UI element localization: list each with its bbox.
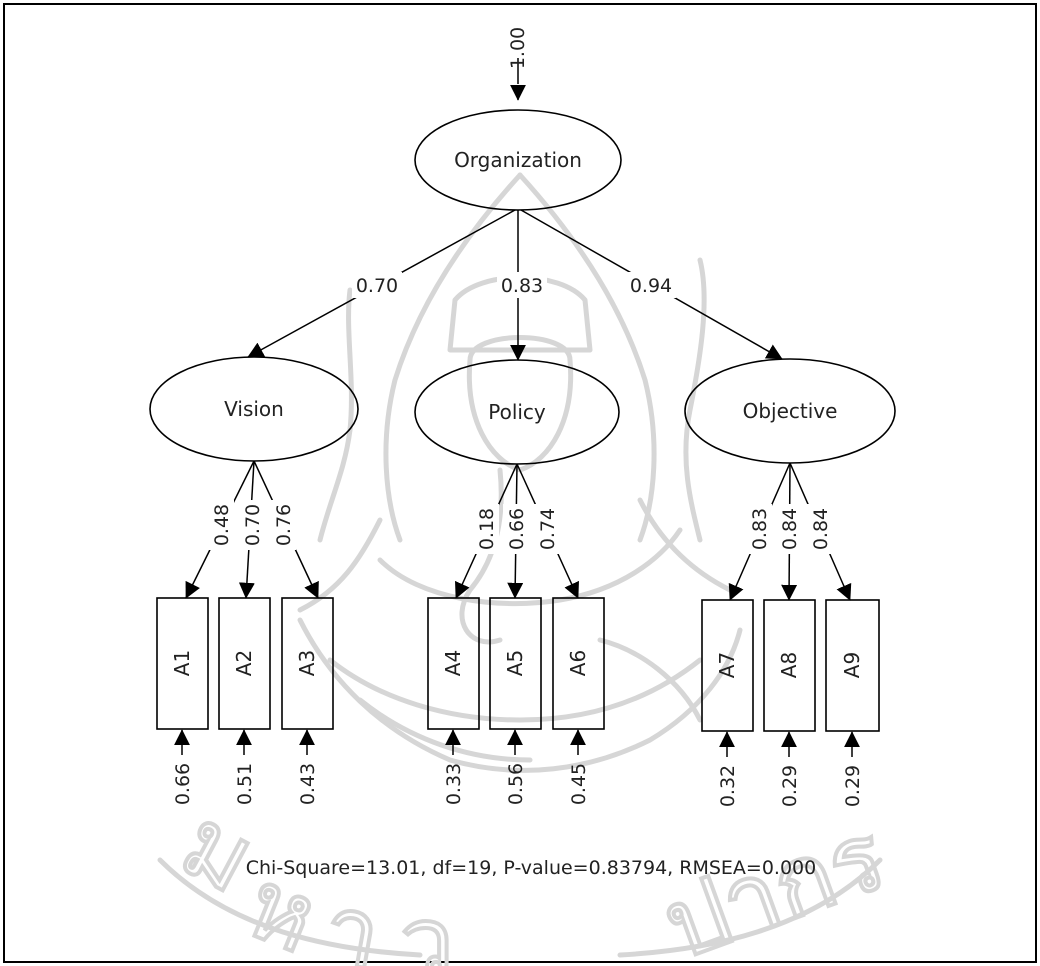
error-variance-a1: 0.66 [172, 763, 194, 805]
loading-a8: 0.84 [779, 508, 801, 550]
error-variance-a7: 0.32 [717, 765, 739, 807]
error-variance-a4: 0.33 [443, 763, 465, 805]
organization-error-label: 1.00 [507, 27, 529, 69]
loading-organization-vision: 0.70 [356, 275, 398, 297]
loading-a9: 0.84 [810, 508, 832, 550]
indicator-label-a7: A7 [715, 652, 739, 678]
vision-label: Vision [224, 397, 284, 421]
indicator-label-a1: A1 [170, 650, 194, 676]
loading-organization-objective: 0.94 [630, 275, 672, 297]
loading-organization-policy: 0.83 [501, 275, 543, 297]
error-variance-a8: 0.29 [779, 765, 801, 807]
loading-a4: 0.18 [476, 508, 498, 550]
loading-a1: 0.48 [211, 504, 233, 546]
indicator-label-a4: A4 [441, 650, 465, 676]
loading-a3: 0.76 [273, 504, 295, 546]
loading-a2: 0.70 [242, 504, 264, 546]
seal-fragment-left-4: ว [400, 886, 454, 966]
objective-label: Objective [743, 399, 838, 423]
indicator-label-a2: A2 [232, 650, 256, 676]
error-variance-a9: 0.29 [842, 765, 864, 807]
error-variance-a3: 0.43 [297, 763, 319, 805]
indicator-label-a9: A9 [840, 652, 864, 678]
indicator-label-a6: A6 [566, 650, 590, 676]
indicator-label-a8: A8 [777, 652, 801, 678]
loading-a7: 0.83 [749, 508, 771, 550]
error-variance-a5: 0.56 [505, 763, 527, 805]
loading-a6: 0.74 [537, 508, 559, 550]
loading-a5: 0.66 [506, 508, 528, 550]
error-variance-a2: 0.51 [234, 763, 256, 805]
fit-statistics: Chi-Square=13.01, df=19, P-value=0.83794… [246, 857, 816, 879]
seal-fragment-right: ปากร [650, 800, 899, 966]
indicator-label-a5: A5 [503, 650, 527, 676]
policy-label: Policy [488, 400, 546, 424]
error-variance-a6: 0.45 [568, 763, 590, 805]
organization-label: Organization [454, 148, 582, 172]
indicator-label-a3: A3 [295, 650, 319, 676]
